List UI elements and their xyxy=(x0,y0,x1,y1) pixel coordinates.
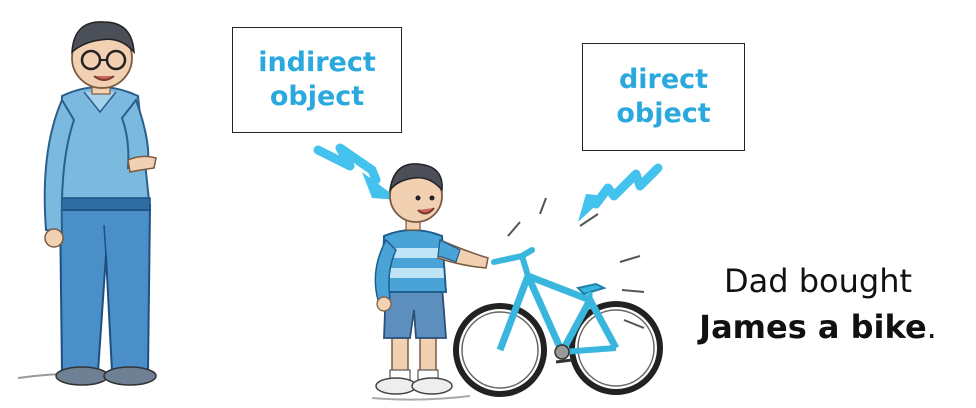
indirect-object-label: indirect object xyxy=(232,27,402,133)
direct-object-word2: object xyxy=(616,97,710,131)
sentence-period: . xyxy=(927,308,937,346)
sentence-line-2: James a bike. xyxy=(668,304,968,350)
dad-illustration-icon xyxy=(18,22,156,385)
arrow-indirect xyxy=(318,148,400,200)
direct-object-label: direct object xyxy=(582,43,745,151)
example-sentence: Dad bought James a bike. xyxy=(668,258,968,350)
indirect-object-word1: indirect xyxy=(258,46,376,80)
direct-object-word1: direct xyxy=(619,63,708,97)
arrow-direct xyxy=(578,168,658,222)
indirect-object-word2: object xyxy=(270,80,364,114)
sentence-objects: James a bike xyxy=(699,308,926,346)
bicycle-icon xyxy=(456,198,660,394)
sentence-line-1: Dad bought xyxy=(668,258,968,304)
boy-illustration-icon xyxy=(372,164,488,400)
